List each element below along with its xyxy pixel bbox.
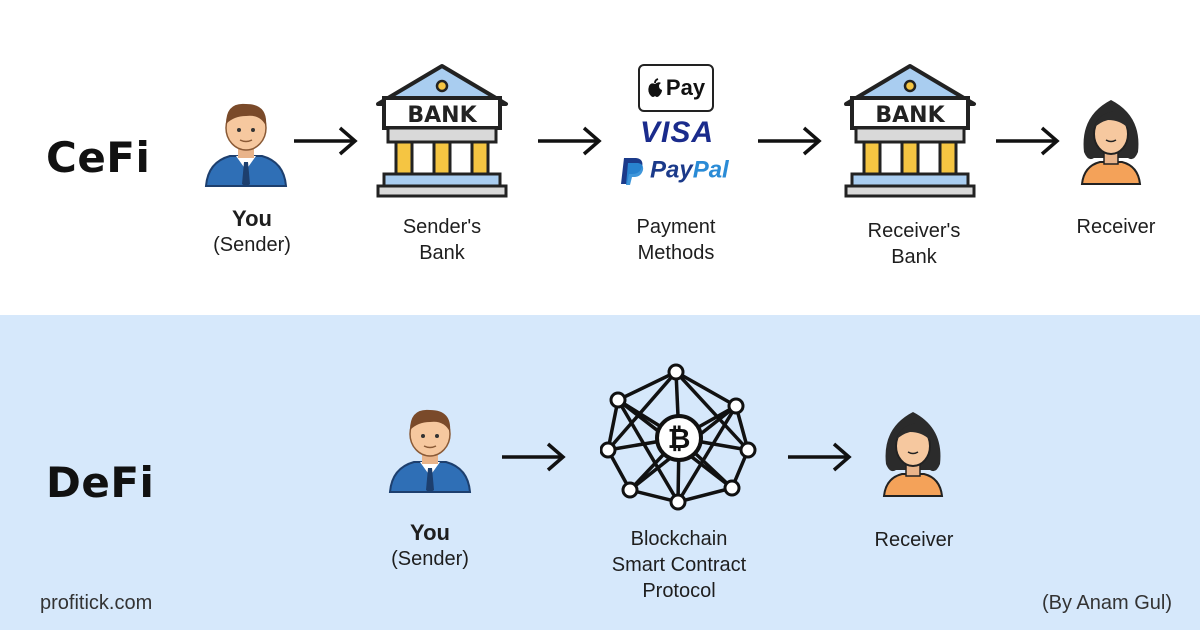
blockchain-line2: Smart Contract — [611, 554, 747, 576]
defi-you-subtitle: (Sender) — [391, 548, 469, 570]
receiver-bank-icon: BANK — [844, 64, 976, 198]
cefi-you-title: You — [232, 206, 272, 231]
footer-site-link[interactable]: profitick.com — [40, 592, 153, 614]
defi-receiver-label: Receiver — [874, 529, 954, 551]
defi-section — [0, 315, 1200, 630]
cefi-receiver-label: Receiver — [1076, 216, 1156, 238]
arrow-right-icon — [294, 126, 358, 156]
blockchain-line1: Blockchain — [630, 528, 728, 550]
arrow-right-icon — [996, 126, 1060, 156]
svg-text:₿: ₿ — [668, 422, 691, 455]
payment-line2: Methods — [637, 242, 715, 264]
defi-sender-avatar-icon — [388, 409, 472, 493]
cefi-receiver-bank-label: Receiver's Bank — [844, 218, 984, 270]
sender-bank-line1: Sender's — [402, 216, 482, 238]
visa-logo: VISA — [640, 116, 715, 149]
paypal-pal-text: Pal — [692, 156, 729, 184]
cefi-title: CeFi — [46, 133, 151, 182]
cefi-payment-label: Payment Methods — [606, 214, 746, 266]
cefi-you-label: You (Sender) — [192, 206, 312, 258]
blockchain-network-icon: ₿ — [600, 363, 757, 511]
defi-you-label: You (Sender) — [370, 520, 490, 572]
apple-pay-logo: Pay — [638, 64, 714, 112]
arrow-right-icon — [538, 126, 602, 156]
paypal-pay-text: Pay — [650, 156, 693, 184]
sender-avatar-icon — [204, 103, 288, 187]
receiver-avatar-icon — [1080, 100, 1142, 185]
blockchain-line3: Protocol — [642, 580, 716, 602]
arrow-right-icon — [758, 126, 822, 156]
cefi-you-subtitle: (Sender) — [213, 234, 291, 256]
receiver-bank-line2: Bank — [891, 246, 937, 268]
arrow-right-icon — [788, 442, 852, 472]
apple-pay-text: Pay — [665, 75, 706, 100]
paypal-logo: PayPal — [618, 156, 729, 186]
defi-title: DeFi — [46, 458, 155, 507]
cefi-sender-bank-label: Sender's Bank — [372, 214, 512, 266]
arrow-right-icon — [502, 442, 566, 472]
payment-line1: Payment — [636, 216, 716, 238]
paypal-icon — [621, 158, 644, 185]
sender-bank-line2: Bank — [419, 242, 465, 264]
cefi-section — [0, 0, 1200, 315]
receiver-bank-line1: Receiver's — [867, 220, 961, 242]
defi-you-title: You — [410, 520, 450, 545]
sender-bank-icon: BANK — [376, 64, 508, 198]
defi-receiver-avatar-icon — [882, 412, 944, 497]
footer-author: (By Anam Gul) — [1041, 592, 1172, 614]
receiver-bank-sign: BANK — [875, 103, 945, 128]
defi-blockchain-label: Blockchain Smart Contract Protocol — [584, 526, 774, 604]
sender-bank-sign: BANK — [407, 103, 477, 128]
apple-icon — [648, 78, 662, 97]
